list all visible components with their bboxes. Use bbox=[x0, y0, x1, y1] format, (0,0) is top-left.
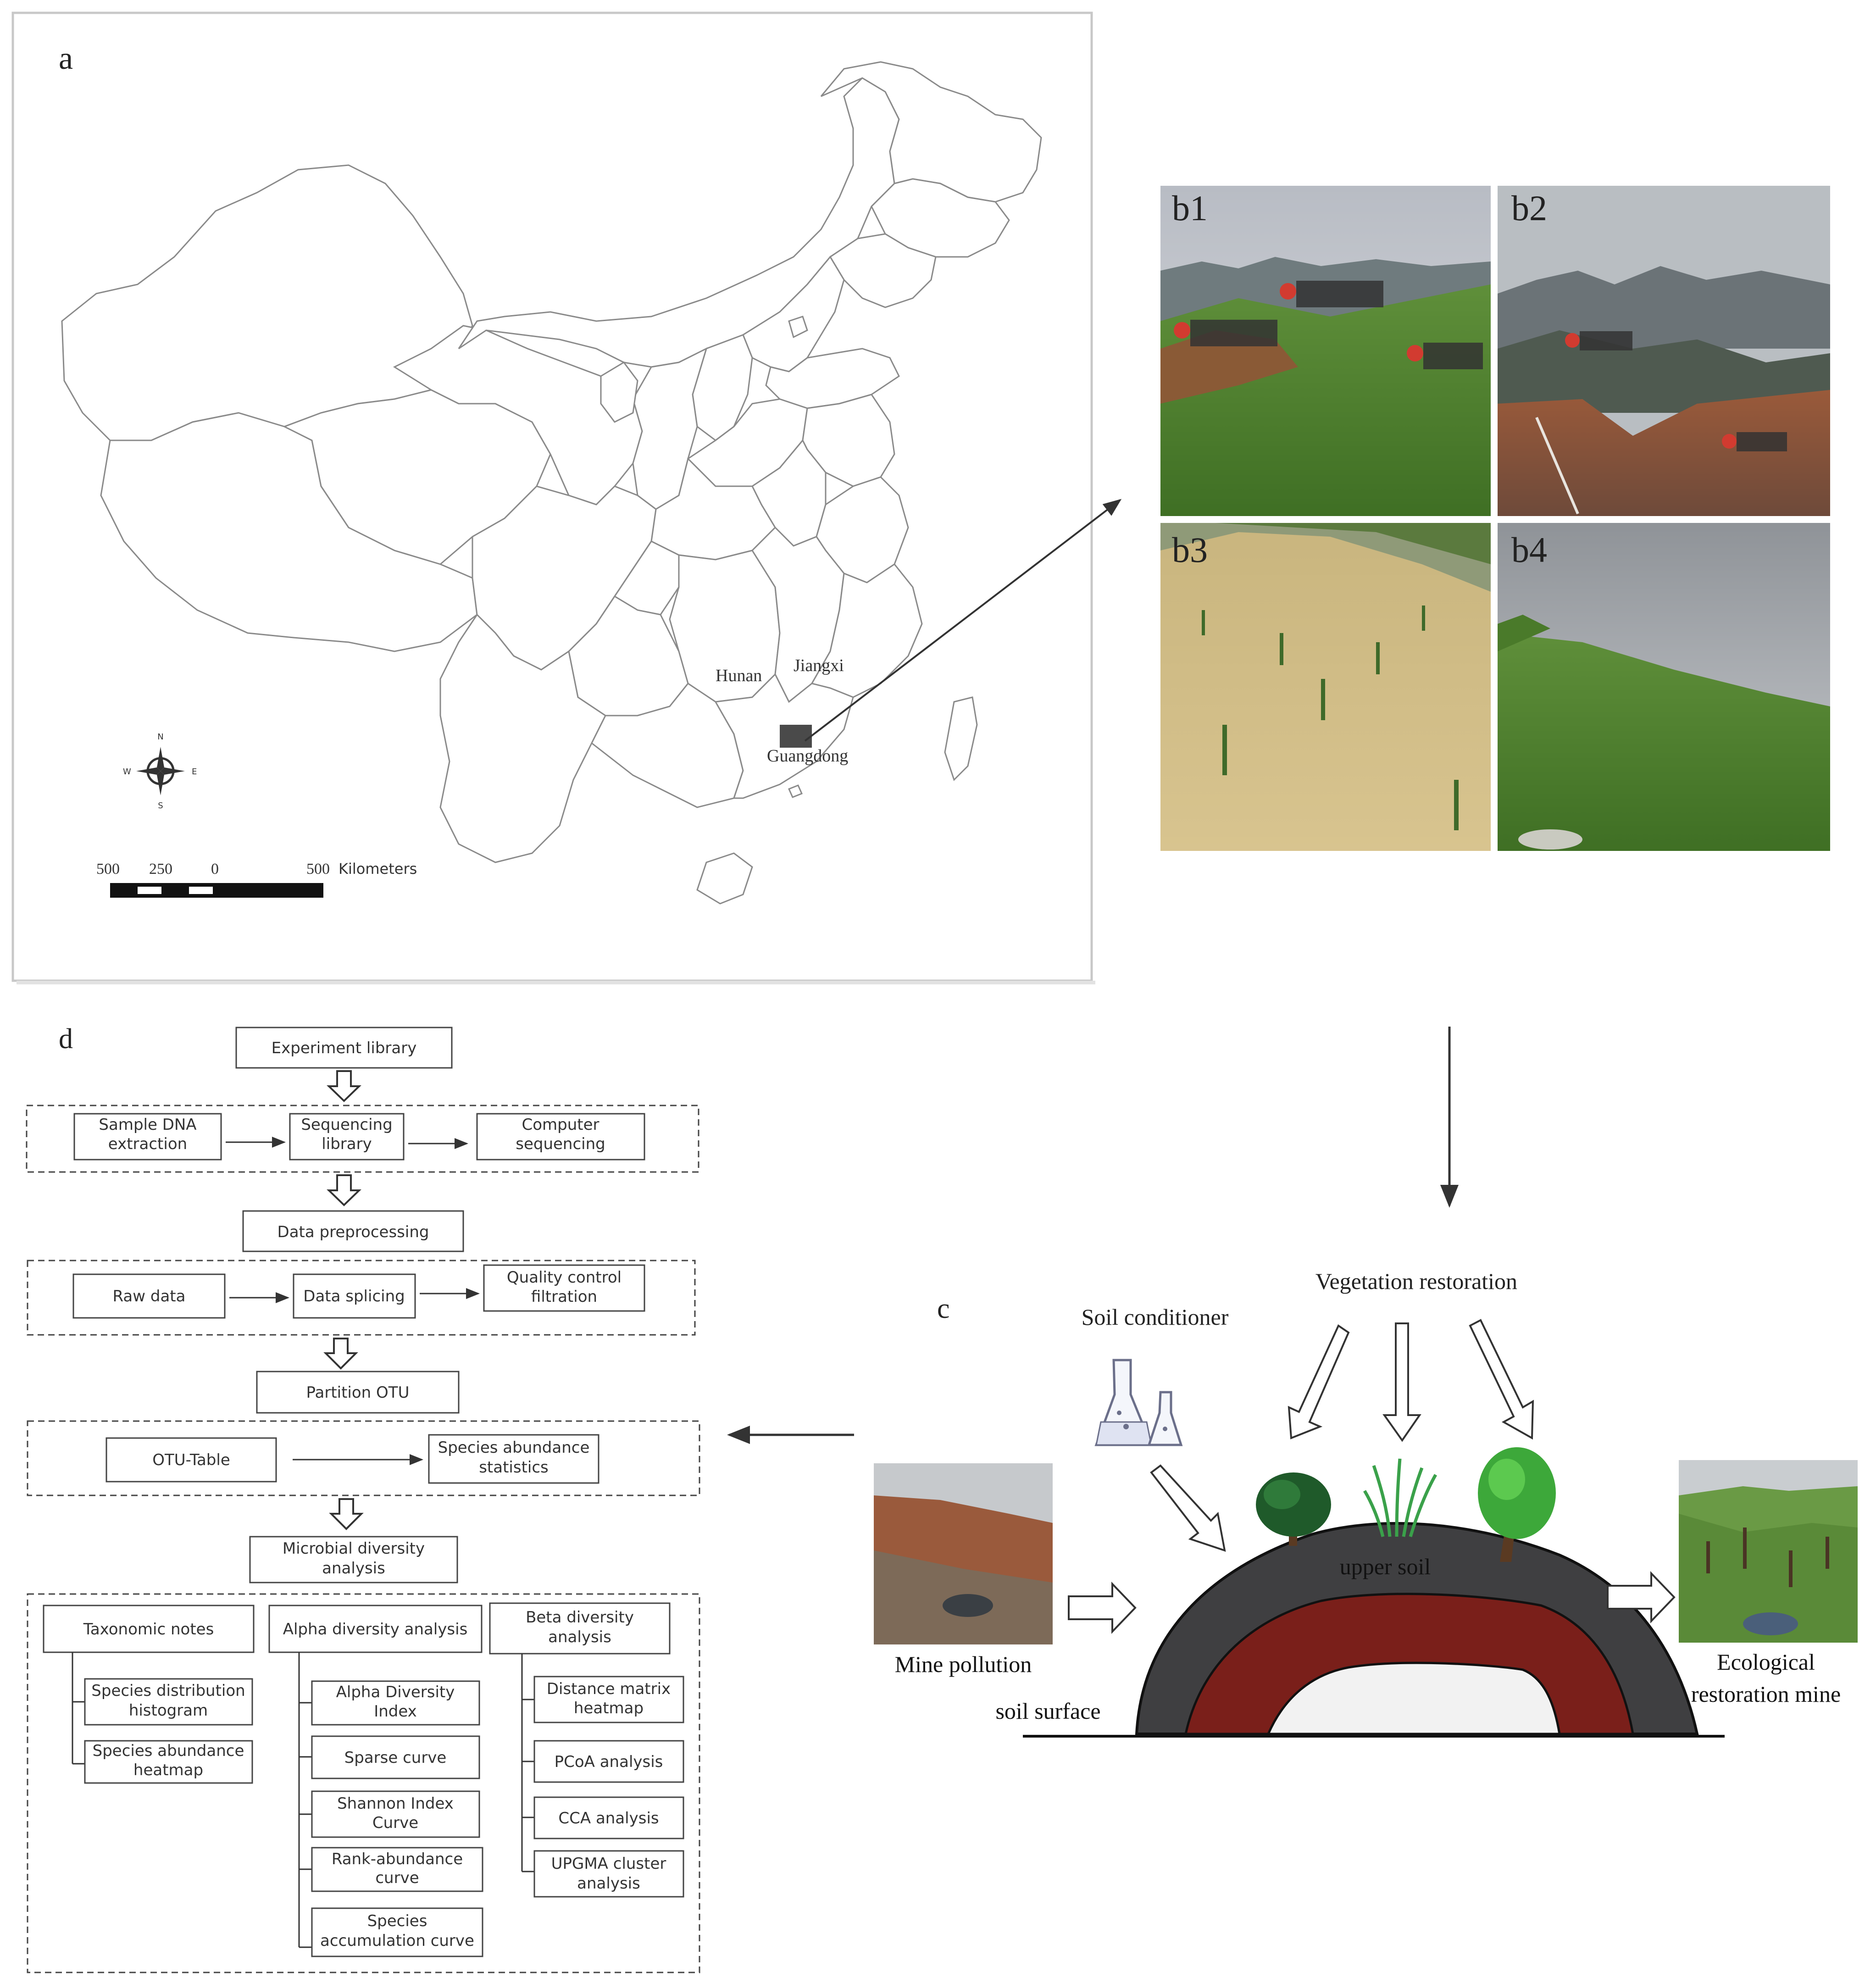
alpha-item-4-line2: curve bbox=[375, 1869, 419, 1887]
beta-diversity-line1: Beta diversity bbox=[526, 1608, 634, 1627]
flask-icon bbox=[1094, 1359, 1183, 1446]
compass-s: S bbox=[158, 801, 163, 811]
quality-control-line2: filtration bbox=[531, 1288, 597, 1306]
scale-tick-0: 0 bbox=[211, 861, 219, 878]
alpha-item-5-line2: accumulation curve bbox=[320, 1932, 474, 1950]
label-hunan: Hunan bbox=[716, 666, 762, 685]
data-splicing-label: Data splicing bbox=[303, 1287, 405, 1305]
species-abundance-statistics-line2: statistics bbox=[479, 1458, 549, 1477]
compass-w: W bbox=[123, 767, 131, 777]
beta-item-2: PCoA analysis bbox=[555, 1753, 663, 1771]
down-arrow-icon bbox=[327, 1070, 361, 1102]
down-arrow-icon bbox=[329, 1498, 364, 1530]
photo-b1-label: b1 bbox=[1172, 188, 1208, 228]
photo-b1: b1 bbox=[1160, 186, 1491, 516]
scale-unit: Kilometers bbox=[339, 860, 417, 878]
species-abundance-statistics-line1: Species abundance bbox=[438, 1439, 590, 1457]
scale-bar: 500 250 0 500 Kilometers bbox=[96, 860, 417, 898]
computer-sequencing-line2: sequencing bbox=[516, 1135, 605, 1153]
grass-icon bbox=[1363, 1458, 1438, 1538]
scale-tick-250: 250 bbox=[149, 861, 172, 878]
beta-item-4-line2: analysis bbox=[577, 1874, 640, 1893]
alpha-item-1-line1: Alpha Diversity bbox=[336, 1683, 455, 1701]
panel-c-letter: c bbox=[937, 1293, 950, 1324]
beta-diversity-line2: analysis bbox=[548, 1628, 611, 1646]
otu-table-label: OTU-Table bbox=[152, 1451, 230, 1469]
species-distribution-line2: histogram bbox=[129, 1701, 208, 1720]
compass-n: N bbox=[157, 732, 163, 742]
soil-conditioner-label: Soil conditioner bbox=[1082, 1304, 1229, 1330]
panel-d-letter: d bbox=[59, 1023, 73, 1055]
alpha-item-5-line1: Species bbox=[367, 1912, 427, 1930]
down-arrow-icon bbox=[323, 1338, 358, 1370]
taxonomic-notes-label: Taxonomic notes bbox=[83, 1620, 214, 1639]
data-preprocessing-label: Data preprocessing bbox=[278, 1223, 429, 1241]
species-distribution-line1: Species distribution bbox=[91, 1682, 245, 1700]
soil-mound bbox=[1023, 1522, 1725, 1738]
ecological-mine-photo bbox=[1679, 1460, 1858, 1643]
photo-b3: b3 bbox=[1160, 523, 1491, 851]
photo-b3-label: b3 bbox=[1172, 530, 1208, 570]
beta-item-4-line1: UPGMA cluster bbox=[551, 1855, 666, 1873]
partition-otu-label: Partition OTU bbox=[306, 1383, 410, 1402]
arrow-a-to-b bbox=[804, 499, 1122, 742]
alpha-item-1-line2: Index bbox=[374, 1702, 417, 1721]
sample-dna-line2: extraction bbox=[108, 1135, 187, 1153]
beta-item-3: CCA analysis bbox=[558, 1809, 659, 1827]
sample-dna-line1: Sample DNA bbox=[99, 1116, 196, 1134]
computer-sequencing-line1: Computer bbox=[522, 1116, 599, 1134]
photo-b4-label: b4 bbox=[1511, 530, 1547, 570]
scale-tick-500b: 500 bbox=[306, 861, 330, 878]
beta-item-1-line1: Distance matrix bbox=[547, 1680, 671, 1698]
restoration-mine-label: restoration mine bbox=[1691, 1681, 1841, 1707]
compass-e: E bbox=[192, 767, 197, 777]
soil-surface-label: soil surface bbox=[995, 1698, 1100, 1724]
panel-b-photos: b1 b2 bbox=[1158, 183, 1835, 853]
vegetation-restoration-label: Vegetation restoration bbox=[1315, 1268, 1517, 1294]
microbial-diversity-line1: Microbial diversity bbox=[283, 1539, 425, 1558]
photo-b2: b2 bbox=[1498, 186, 1830, 516]
ecological-label: Ecological bbox=[1717, 1649, 1815, 1675]
china-map-outline bbox=[61, 61, 1042, 905]
scale-tick-500a: 500 bbox=[96, 861, 120, 878]
north-arrow-icon: N E S W bbox=[123, 732, 197, 811]
alpha-item-2: Sparse curve bbox=[344, 1749, 447, 1767]
experiment-library-label: Experiment library bbox=[272, 1039, 417, 1057]
species-abundance-heatmap-line2: heatmap bbox=[133, 1761, 203, 1779]
photo-b2-label: b2 bbox=[1511, 188, 1547, 228]
conditioner-arrow-icon bbox=[1150, 1464, 1226, 1552]
sequencing-library-line1: Sequencing bbox=[301, 1116, 392, 1134]
alpha-diversity-analysis-label: Alpha diversity analysis bbox=[283, 1620, 468, 1639]
shrub-icon bbox=[1256, 1472, 1331, 1546]
right-arrow-left-icon bbox=[1068, 1582, 1137, 1634]
study-site-marker bbox=[780, 725, 812, 748]
beta-item-1-line2: heatmap bbox=[574, 1699, 644, 1717]
right-arrow-right-icon bbox=[1607, 1571, 1676, 1623]
alpha-item-3-line2: Curve bbox=[372, 1814, 418, 1832]
down-arrow-icon bbox=[327, 1174, 361, 1206]
alpha-item-4-line1: Rank-abundance bbox=[332, 1850, 463, 1868]
quality-control-line1: Quality control bbox=[507, 1268, 622, 1287]
panel-a-map: a bbox=[11, 11, 1095, 984]
label-guangdong: Guangdong bbox=[767, 746, 848, 766]
species-abundance-heatmap-line1: Species abundance bbox=[93, 1742, 244, 1760]
alpha-item-3-line1: Shannon Index bbox=[337, 1794, 454, 1813]
upper-soil-label: upper soil bbox=[1340, 1554, 1431, 1579]
panel-a-letter: a bbox=[59, 41, 73, 76]
label-jiangxi: Jiangxi bbox=[794, 656, 844, 675]
photo-b4: b4 bbox=[1498, 523, 1830, 851]
microbial-diversity-line2: analysis bbox=[322, 1559, 385, 1578]
raw-data-label: Raw data bbox=[113, 1287, 186, 1305]
panel-c-diagram: c Vegetation restoration Soil conditione… bbox=[874, 1268, 1858, 1738]
sequencing-library-line2: library bbox=[322, 1135, 372, 1153]
mine-pollution-label: Mine pollution bbox=[895, 1651, 1032, 1677]
tree-icon bbox=[1478, 1447, 1556, 1562]
mine-pollution-photo bbox=[874, 1463, 1053, 1644]
vegetation-down-arrows-icon bbox=[1288, 1319, 1534, 1442]
panel-d-flowchart: d Experiment library Sample DNA extracti… bbox=[26, 1023, 700, 1973]
